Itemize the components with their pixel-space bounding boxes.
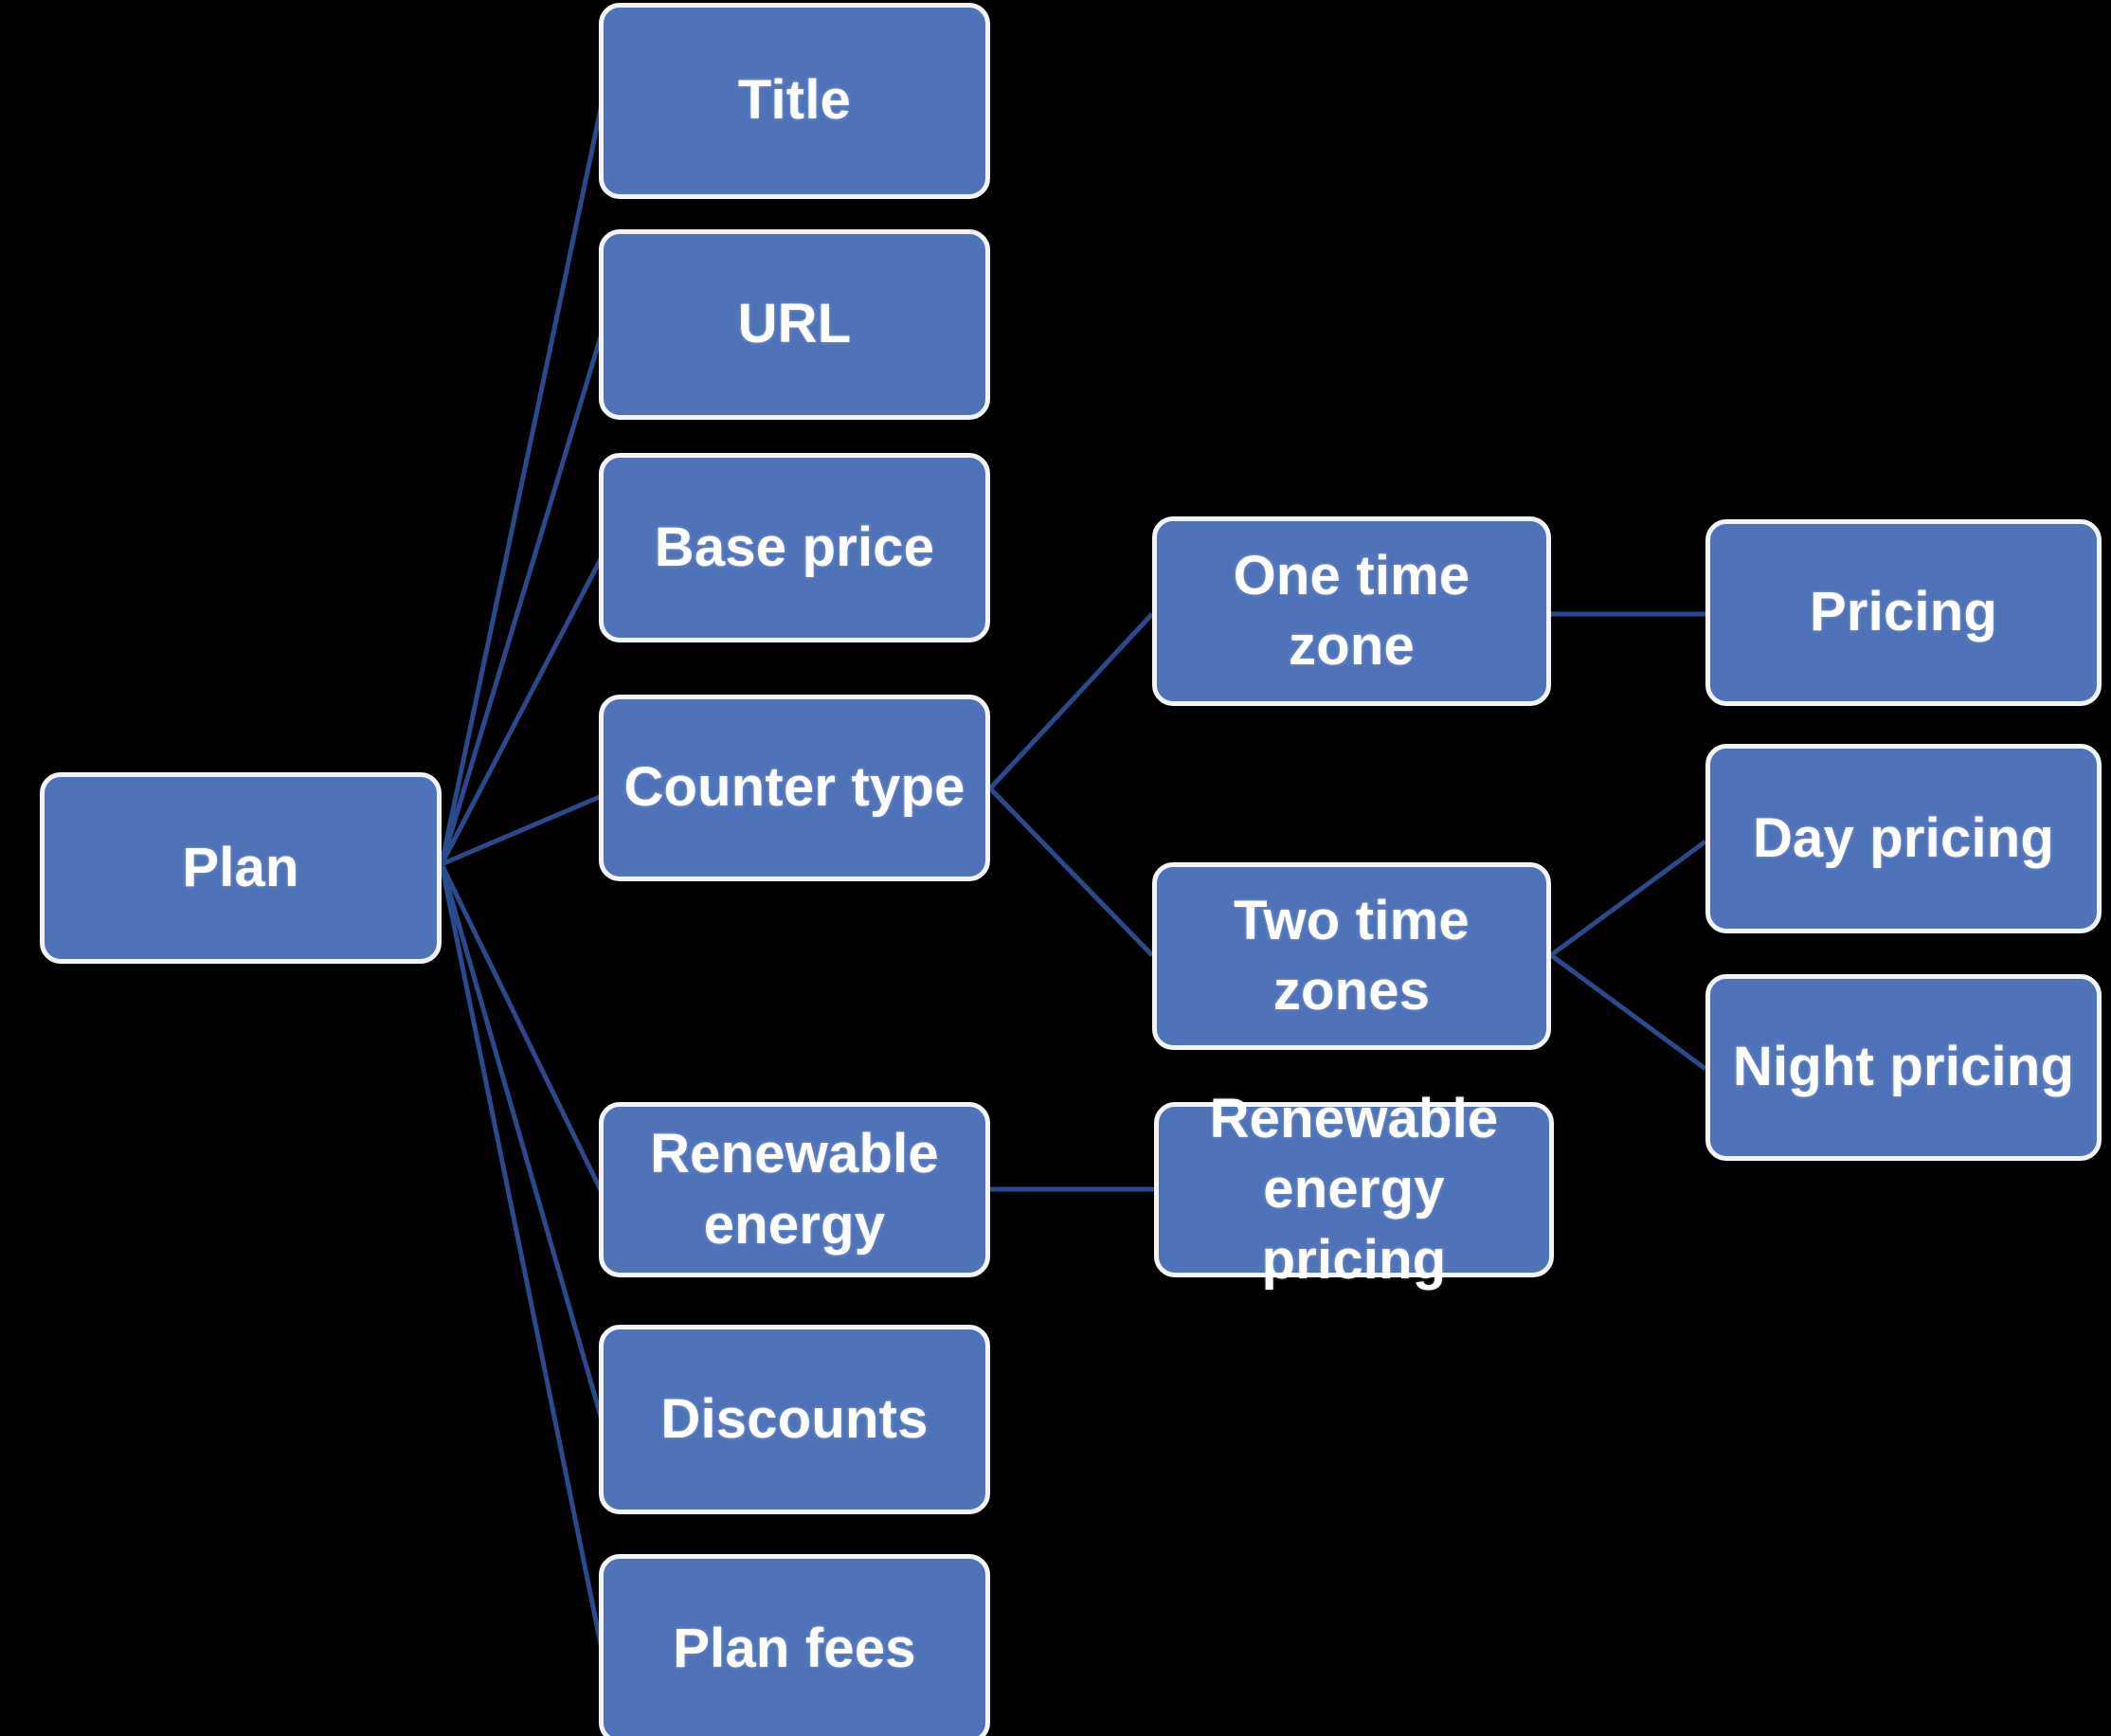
node-discounts[interactable]: Discounts [599, 1325, 990, 1514]
connector-plan-to-base-price [439, 555, 604, 866]
node-pricing[interactable]: Pricing [1705, 519, 2102, 706]
node-label-pricing: Pricing [1810, 581, 1997, 643]
node-label-day-pricing: Day pricing [1752, 806, 2055, 869]
connector-two-time-zones-to-day-pricing [1549, 839, 1707, 958]
node-label-discounts: Discounts [660, 1387, 929, 1450]
connector-plan-to-discounts [439, 863, 604, 1420]
connector-plan-to-plan-fees [439, 863, 604, 1650]
node-one-time-zone[interactable]: One time zone [1152, 516, 1551, 706]
node-url[interactable]: URL [599, 229, 990, 420]
node-plan-fees[interactable]: Plan fees [599, 1554, 990, 1736]
connector-plan-to-title [439, 103, 604, 865]
connector-plan-to-url [439, 333, 604, 865]
connector-two-time-zones-to-night-pricing [1549, 952, 1707, 1072]
node-title[interactable]: Title [599, 3, 990, 199]
node-label-renewable-energy-pricing: Renewable energy pricing [1209, 1088, 1499, 1291]
node-label-plan: Plan [182, 836, 299, 898]
node-label-one-time-zone: One time zone [1233, 544, 1470, 677]
node-label-url: URL [737, 293, 852, 355]
node-two-time-zones[interactable]: Two time zones [1152, 862, 1551, 1050]
node-day-pricing[interactable]: Day pricing [1705, 744, 2102, 933]
node-plan[interactable]: Plan [40, 772, 442, 964]
node-counter-type[interactable]: Counter type [599, 695, 990, 881]
node-label-plan-fees: Plan fees [673, 1617, 916, 1679]
node-renewable-energy-pricing[interactable]: Renewable energy pricing [1154, 1088, 1554, 1291]
node-label-two-time-zones: Two time zones [1234, 889, 1470, 1022]
node-label-title: Title [737, 69, 852, 132]
node-label-renewable-energy: Renewable energy [650, 1123, 939, 1256]
node-base-price[interactable]: Base price [599, 453, 990, 642]
node-label-night-pricing: Night pricing [1732, 1036, 2075, 1098]
connector-counter-type-to-two-time-zones [988, 787, 1154, 957]
node-label-base-price: Base price [654, 515, 935, 578]
node-label-counter-type: Counter type [623, 756, 965, 819]
node-renewable-energy[interactable]: Renewable energy [599, 1102, 990, 1277]
node-night-pricing[interactable]: Night pricing [1705, 974, 2102, 1161]
connector-plan-to-counter-type [441, 793, 603, 867]
connector-plan-to-renewable-energy [439, 862, 604, 1194]
connector-counter-type-to-one-time-zone [988, 612, 1154, 790]
